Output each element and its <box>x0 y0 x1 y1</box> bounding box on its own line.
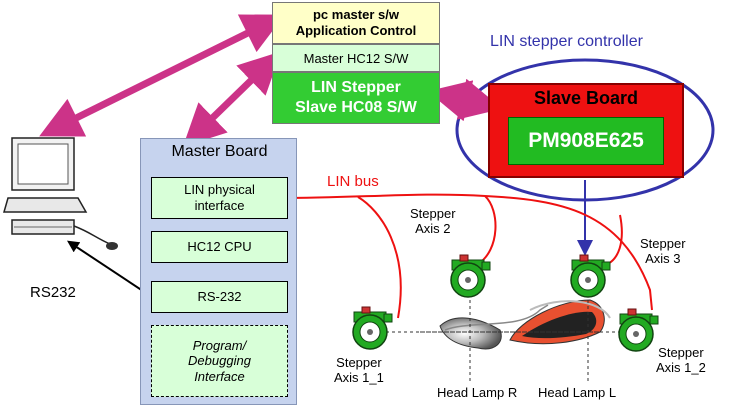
lin-controller-label: LIN stepper controller <box>490 33 643 50</box>
slave-board-title: Slave Board <box>533 88 639 108</box>
lamp-axis-lines <box>380 282 640 382</box>
master-hc12-sw-box: Master HC12 S/W <box>272 44 440 72</box>
lin-stepper-slave-sw-box: LIN Stepper Slave HC08 S/W <box>272 72 440 124</box>
head-lamp-l-label: Head Lamp L <box>538 385 617 400</box>
debug-interface: Program/ Debugging Interface <box>151 325 288 397</box>
stepper-axis3-icon <box>570 254 611 298</box>
slave-chip: PM908E625 <box>508 117 664 165</box>
stepper-axis1-1-label: Stepper Axis 1_1 <box>334 355 384 385</box>
rs232-arrow <box>66 240 158 301</box>
stepper-axis2-icon <box>450 254 491 298</box>
rs232-label: RS232 <box>30 284 76 301</box>
stepper-axis1-2-label: Stepper Axis 1_2 <box>656 345 706 375</box>
head-lamp-left <box>509 299 611 345</box>
stepper-motors <box>352 254 659 352</box>
rs232-block: RS-232 <box>151 281 288 313</box>
stepper-axis3-label: Stepper Axis 3 <box>640 236 686 266</box>
arrow-pc-to-app <box>39 14 285 137</box>
stepper-axis1-1-icon <box>352 306 393 350</box>
computer-icon <box>3 137 118 250</box>
slave-board: Slave Board PM908E625 <box>488 83 684 178</box>
arrow-slave-sw-to-slave-board <box>427 78 503 122</box>
hc12-cpu: HC12 CPU <box>151 231 288 263</box>
arrow-master-board-to-sw <box>182 51 282 147</box>
pc-master-sw-box: pc master s/w Application Control <box>272 2 440 44</box>
lin-bus-label: LIN bus <box>327 173 379 190</box>
stepper-axis1-2-icon <box>618 308 659 352</box>
lin-physical-interface: LIN physical interface <box>151 177 288 219</box>
stepper-axis2-label: Stepper Axis 2 <box>410 206 456 236</box>
master-board-title: Master Board <box>171 143 268 160</box>
head-lamp-right <box>439 304 549 350</box>
head-lamp-r-label: Head Lamp R <box>437 385 518 400</box>
master-board: Master Board LIN physical interface HC12… <box>140 138 297 405</box>
